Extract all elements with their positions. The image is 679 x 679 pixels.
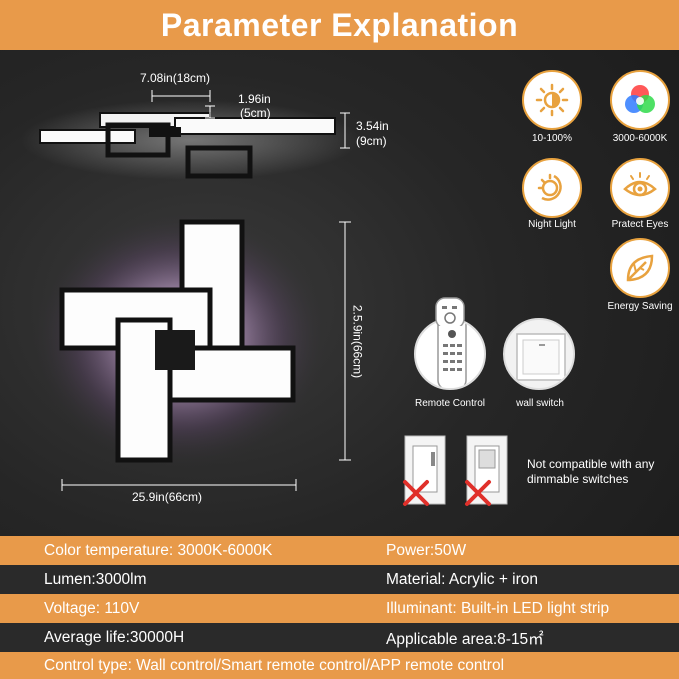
title-bar: Parameter Explanation bbox=[0, 0, 679, 50]
dimension-width-top: 7.08in(18cm) bbox=[140, 71, 211, 85]
front-dimension-lines bbox=[61, 221, 351, 491]
wall-switch-icon bbox=[516, 333, 566, 381]
spec-average-life: Average life:30000H bbox=[44, 628, 185, 646]
remote-control-image bbox=[414, 318, 486, 390]
spec-applicable-area: Applicable area:8-15㎡ bbox=[386, 630, 544, 648]
spec-material: Material: Acrylic + iron bbox=[386, 570, 539, 588]
feature-protect-eyes-label: Pratect Eyes bbox=[611, 219, 669, 230]
spec-row-2: Lumen:3000lm Material: Acrylic + iron bbox=[0, 565, 679, 594]
remote-icon bbox=[437, 320, 467, 388]
night-light-icon bbox=[537, 173, 562, 201]
remote-control-label: Remote Control bbox=[414, 398, 486, 409]
side-view-fixture bbox=[39, 112, 336, 179]
wall-switch-image bbox=[503, 318, 575, 390]
feature-protect-eyes bbox=[610, 158, 670, 218]
brightness-icon bbox=[535, 83, 569, 117]
spec-row-4: Average life:30000H Applicable area:8-15… bbox=[0, 623, 679, 652]
feature-brightness bbox=[522, 70, 582, 130]
spec-illuminant: Illuminant: Built-in LED light strip bbox=[386, 599, 610, 617]
spec-row-1: Color temperature: 3000K-6000K Power:50W bbox=[0, 536, 679, 565]
remote-top bbox=[435, 297, 465, 326]
dimension-height-b: (9cm) bbox=[356, 134, 387, 148]
front-view-fixture bbox=[59, 219, 296, 463]
side-dimension-lines bbox=[151, 90, 350, 149]
dimension-length-horizontal: 25.9in(66cm) bbox=[132, 490, 203, 504]
spec-row-5: Control type: Wall control/Smart remote … bbox=[0, 652, 679, 679]
spec-row-3: Voltage: 110V Illuminant: Built-in LED l… bbox=[0, 594, 679, 623]
spec-lumen: Lumen:3000lm bbox=[44, 570, 147, 588]
dimension-length-vertical: 2.5.9in(66cm) bbox=[350, 304, 365, 379]
dimension-depth-top-b: (5cm) bbox=[240, 106, 271, 120]
feature-energy-saving-label: Energy Saving bbox=[607, 301, 673, 312]
spec-power: Power:50W bbox=[386, 541, 467, 559]
feature-color-temperature bbox=[610, 70, 670, 130]
feature-night-light bbox=[522, 158, 582, 218]
page-title: Parameter Explanation bbox=[160, 6, 519, 43]
rgb-color-icon bbox=[625, 85, 655, 113]
feature-color-temperature-label: 3000-6000K bbox=[612, 133, 668, 144]
spec-voltage: Voltage: 110V bbox=[44, 599, 140, 617]
leaf-icon bbox=[626, 254, 654, 282]
x-mark-icon bbox=[403, 480, 491, 506]
eye-icon bbox=[623, 172, 657, 197]
feature-brightness-label: 10-100% bbox=[531, 133, 573, 144]
dimension-depth-top-a: 1.96in bbox=[238, 92, 271, 106]
feature-night-light-label: Night Light bbox=[528, 219, 576, 230]
incompatible-note: Not compatible with any dimmable switche… bbox=[527, 457, 655, 486]
spec-control-type: Control type: Wall control/Smart remote … bbox=[44, 656, 505, 674]
dimension-height-a: 3.54in bbox=[356, 119, 389, 133]
spec-color-temperature: Color temperature: 3000K-6000K bbox=[44, 541, 273, 559]
feature-energy-saving bbox=[610, 238, 670, 298]
incompatible-switches bbox=[403, 435, 508, 506]
wall-switch-label: wall switch bbox=[516, 398, 564, 409]
